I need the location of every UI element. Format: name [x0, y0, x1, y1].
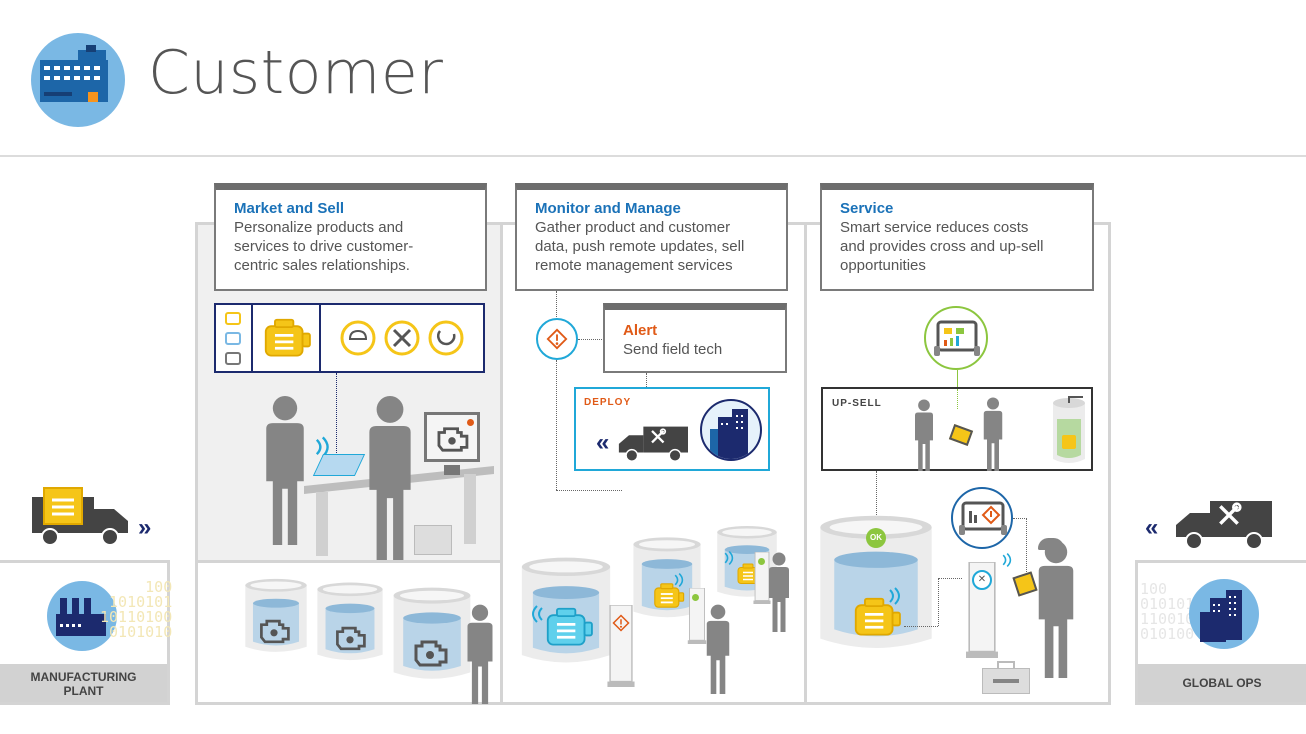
global-ops-label: GLOBAL OPS	[1138, 664, 1306, 702]
alert-body: Send field tech	[623, 341, 723, 358]
chevron-left-icon: «	[596, 429, 610, 456]
motor-icon	[540, 606, 596, 652]
technician-figure	[973, 397, 1013, 471]
kiosk-tools-icon: ✕	[972, 570, 992, 590]
connector-line	[1013, 518, 1027, 519]
row-divider	[198, 560, 500, 563]
status-ok-dot	[758, 558, 765, 565]
monitor-and-manage-title: Monitor and Manage	[535, 200, 681, 217]
storage-tank	[392, 574, 472, 694]
service-title: Service	[840, 200, 894, 217]
field-technician-figure	[1030, 540, 1082, 678]
product-variant-icons	[225, 312, 241, 365]
upsell-panel: UP-SELL	[821, 387, 1093, 471]
briefcase-icon	[414, 525, 452, 555]
buildings-icon	[700, 399, 762, 461]
analytics-tablet-icon	[924, 306, 988, 370]
status-ok-badge: OK	[866, 528, 886, 548]
wifi-icon	[526, 604, 546, 624]
connector-line	[938, 578, 962, 579]
connector-line	[904, 626, 938, 627]
manufacturing-plant-panel	[0, 560, 170, 705]
remote-diagnostics-icon	[951, 487, 1013, 549]
header-divider	[0, 155, 1306, 157]
deploy-panel: DEPLOY «	[574, 387, 770, 471]
engine-icon	[332, 624, 368, 652]
status-ok-dot	[692, 594, 699, 601]
alert-icon	[536, 318, 578, 360]
monitor-stand	[444, 465, 460, 475]
tablet-icon	[948, 424, 974, 446]
factory-icon	[46, 580, 118, 652]
service-truck-icon	[1172, 490, 1272, 552]
manufacturing-plant-label: MANUFACTURING PLANT	[0, 664, 167, 702]
storage-tank	[316, 572, 384, 672]
delivery-truck-icon	[32, 486, 132, 548]
column-divider	[804, 222, 807, 705]
monitor-display	[424, 412, 480, 462]
product-configurator-panel	[214, 303, 485, 373]
wifi-icon	[672, 572, 688, 588]
technician-figure	[766, 552, 792, 632]
connector-line	[938, 578, 939, 626]
chevron-left-icon: «	[1145, 514, 1159, 541]
wifi-icon	[886, 586, 906, 606]
market-and-sell-card: Market and Sell Personalize products and…	[214, 183, 487, 291]
engine-icon	[410, 638, 450, 668]
motor-icon	[258, 317, 314, 363]
technician-figure	[700, 604, 736, 694]
column-divider	[500, 222, 503, 705]
global-ops-buildings-icon	[1188, 578, 1260, 650]
connector-line	[556, 490, 622, 491]
service-truck-icon	[616, 419, 688, 463]
connector-line	[578, 339, 604, 340]
binary-stream-left: 100 1010101 10110100 0101010	[100, 578, 173, 641]
wifi-icon	[722, 550, 738, 566]
hard-hat-icon	[1038, 538, 1064, 550]
page-title: Customer	[148, 38, 444, 108]
global-ops-panel	[1135, 560, 1306, 705]
connector-line	[957, 389, 958, 409]
deploy-label: DEPLOY	[584, 397, 632, 408]
connector-line	[876, 471, 877, 531]
toolbox-icon	[982, 661, 1030, 694]
customer-figure	[905, 399, 943, 471]
alert-title: Alert	[623, 322, 658, 339]
connector-line	[556, 360, 557, 490]
market-and-sell-title: Market and Sell	[234, 200, 345, 217]
technician-figure	[462, 604, 498, 704]
upsell-label: UP-SELL	[832, 398, 882, 409]
storage-tank	[818, 494, 934, 672]
connector-line	[336, 373, 337, 463]
customer-logo-icon	[30, 32, 126, 128]
connector-line	[1026, 518, 1027, 574]
wifi-icon	[1000, 552, 1016, 568]
alert-card: Alert Send field tech	[603, 303, 787, 373]
storage-tank	[244, 568, 308, 664]
alert-icon	[612, 614, 630, 632]
connector-line	[957, 370, 958, 388]
service-card: Service Smart service reduces costs and …	[820, 183, 1094, 291]
customer-figure	[360, 395, 420, 560]
storage-tank	[1053, 396, 1085, 463]
chevron-right-icon: »	[138, 514, 152, 541]
connector-line	[556, 291, 557, 319]
connector-line	[646, 373, 647, 387]
engine-icon	[256, 617, 292, 645]
monitor-and-manage-card: Monitor and Manage Gather product and cu…	[515, 183, 788, 291]
saleswoman-figure	[260, 395, 310, 545]
